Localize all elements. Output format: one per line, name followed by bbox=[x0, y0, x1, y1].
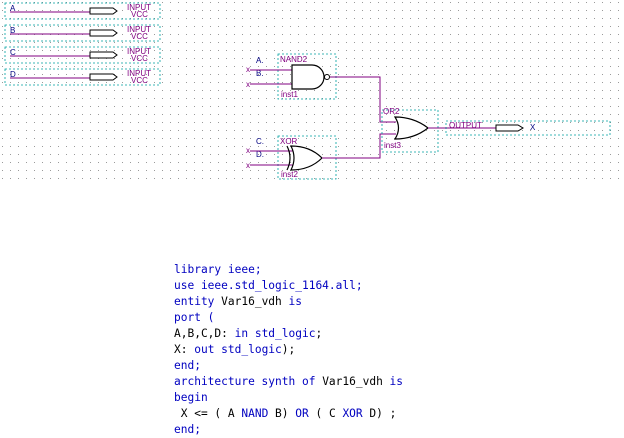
input-symbol-b[interactable]: B INPUT VCC bbox=[4, 24, 161, 42]
code-keyword: port ( bbox=[174, 311, 215, 324]
code-line: X <= ( A NAND B) OR ( C XOR D) ; bbox=[174, 406, 403, 422]
or-instance-label: inst3 bbox=[384, 141, 401, 150]
output-type-label: OUTPUT bbox=[449, 121, 482, 130]
code-line: end; bbox=[174, 358, 403, 374]
code-keyword: library ieee; bbox=[174, 263, 262, 276]
code-keyword: XOR bbox=[342, 407, 363, 420]
xor-pin-b: D. bbox=[256, 150, 264, 159]
code-text: D) ; bbox=[362, 407, 397, 420]
input-supply-b: VCC bbox=[131, 32, 148, 41]
code-text: B) bbox=[268, 407, 296, 420]
input-supply-c: VCC bbox=[131, 54, 148, 63]
code-line: A,B,C,D: in std_logic; bbox=[174, 326, 403, 342]
input-name-b: B bbox=[10, 26, 15, 35]
code-text: A,B,C,D: bbox=[174, 327, 235, 340]
nand-pin-b-x: x bbox=[246, 80, 250, 89]
vhdl-code-block: library ieee; use ieee.std_logic_1164.all… bbox=[174, 262, 403, 438]
code-keyword: begin bbox=[174, 391, 208, 404]
input-name-a: A bbox=[10, 4, 16, 13]
nand-instance-label: inst1 bbox=[281, 90, 298, 99]
code-text: Var16_vdh bbox=[221, 295, 282, 308]
input-type-c: INPUT bbox=[127, 47, 151, 56]
input-name-d: D bbox=[10, 70, 16, 79]
input-supply-a: VCC bbox=[131, 10, 148, 19]
xor-type-label: XOR bbox=[280, 137, 298, 146]
code-text: ( C bbox=[308, 407, 343, 420]
xor-pin-a: C. bbox=[256, 137, 264, 146]
wire-nand-to-or bbox=[330, 76, 396, 123]
xor-pin-a-x: x bbox=[246, 146, 250, 155]
code-keyword: is bbox=[382, 375, 404, 388]
input-name-c: C bbox=[10, 48, 16, 57]
code-line: library ieee; bbox=[174, 262, 403, 278]
code-line: begin bbox=[174, 390, 403, 406]
schematic-diagram: A INPUT VCC B INPUT VCC C INPUT VCC D IN… bbox=[0, 0, 624, 185]
input-supply-d: VCC bbox=[131, 76, 148, 85]
nand-pin-a-x: x bbox=[246, 65, 250, 74]
xor-gate[interactable]: XOR C. D. x x inst2 bbox=[246, 135, 337, 180]
code-keyword: use ieee.std_logic_1164.all; bbox=[174, 279, 363, 292]
code-line: entity Var16_vdh is bbox=[174, 294, 403, 310]
code-keyword: NAND bbox=[241, 407, 269, 420]
code-text: X: bbox=[174, 343, 195, 356]
input-type-b: INPUT bbox=[127, 25, 151, 34]
input-symbol-a[interactable]: A INPUT VCC bbox=[4, 2, 161, 20]
code-keyword: entity bbox=[174, 295, 222, 308]
code-keyword: in std_logic bbox=[234, 327, 316, 340]
code-keyword: out std_logic bbox=[194, 343, 282, 356]
code-line: use ieee.std_logic_1164.all; bbox=[174, 278, 403, 294]
code-text: X <= ( A bbox=[174, 407, 242, 420]
xor-pin-b-x: x bbox=[246, 161, 250, 170]
input-type-a: INPUT bbox=[127, 3, 151, 12]
code-text: Var16_vdh bbox=[322, 375, 383, 388]
code-line: architecture synth of Var16_vdh is bbox=[174, 374, 403, 390]
code-line: end; bbox=[174, 422, 403, 438]
wire-xor-to-or bbox=[322, 133, 396, 159]
code-text: ); bbox=[281, 343, 296, 356]
code-keyword: OR bbox=[295, 407, 309, 420]
output-name-x: X bbox=[530, 123, 536, 132]
nand-gate[interactable]: NAND2 A. B. x x inst1 bbox=[246, 53, 337, 100]
nand-pin-b: B. bbox=[256, 69, 264, 78]
input-symbol-d[interactable]: D INPUT VCC bbox=[4, 68, 161, 86]
input-type-d: INPUT bbox=[127, 69, 151, 78]
input-symbol-c[interactable]: C INPUT VCC bbox=[4, 46, 161, 64]
code-keyword: architecture synth of bbox=[174, 375, 323, 388]
xor-instance-label: inst2 bbox=[281, 170, 298, 179]
or-type-label: OR2 bbox=[383, 107, 400, 116]
nand-pin-a: A. bbox=[256, 56, 264, 65]
code-line: X: out std_logic); bbox=[174, 342, 403, 358]
code-keyword: end; bbox=[174, 423, 201, 436]
nand-type-label: NAND2 bbox=[280, 55, 308, 64]
code-keyword: is bbox=[281, 295, 302, 308]
code-keyword: end; bbox=[174, 359, 201, 372]
code-text: ; bbox=[315, 327, 323, 340]
or-gate[interactable]: OR2 inst3 bbox=[381, 107, 439, 153]
output-symbol-x[interactable]: OUTPUT X bbox=[445, 120, 611, 136]
code-line: port ( bbox=[174, 310, 403, 326]
